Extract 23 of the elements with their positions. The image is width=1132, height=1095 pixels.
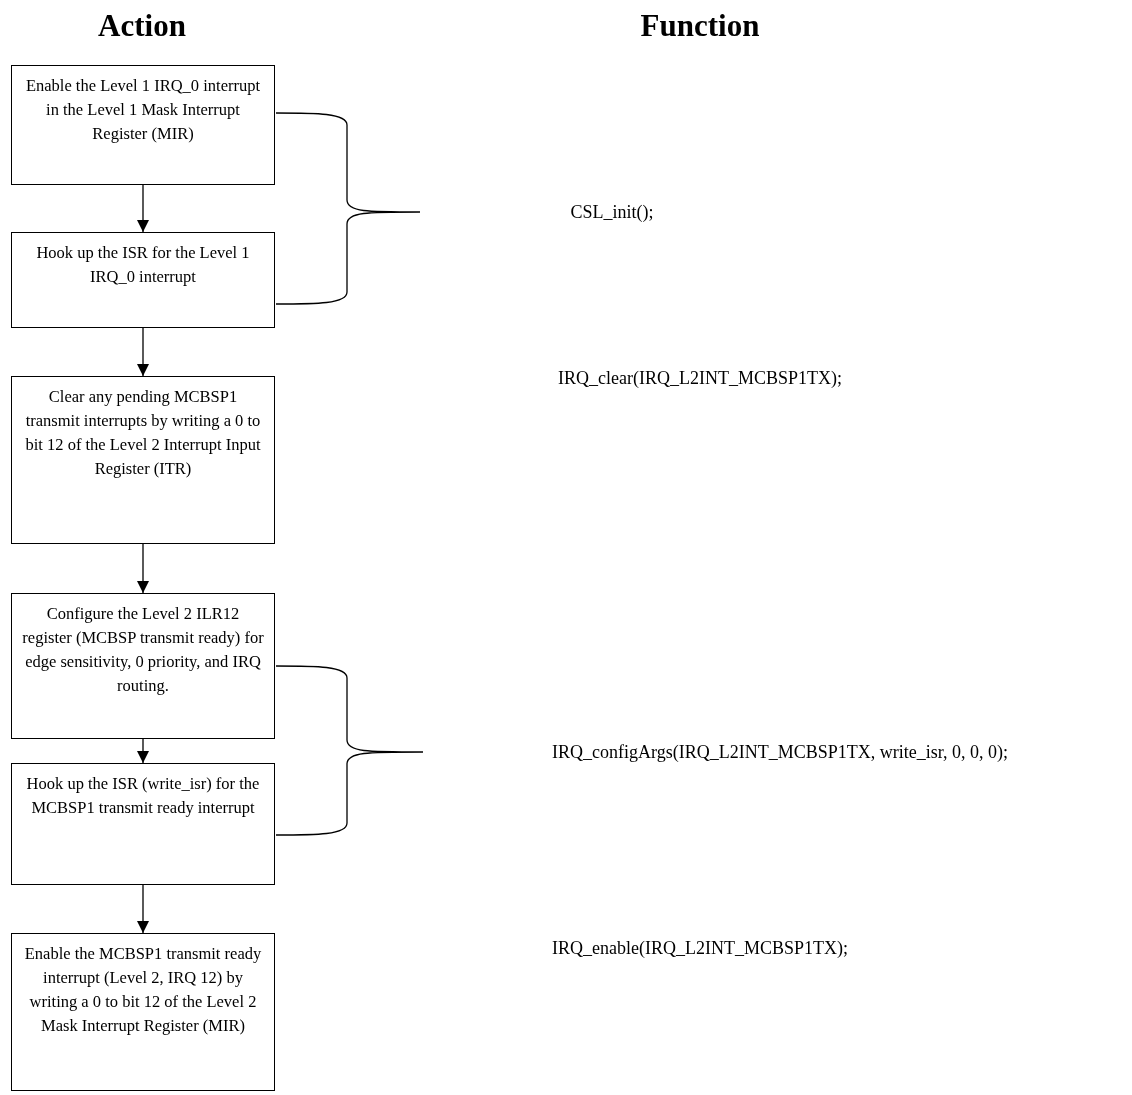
process-box [11,763,275,885]
function-call: IRQ_enable(IRQ_L2INT_MCBSP1TX); [552,936,848,960]
arrow [137,327,149,377]
function-call: CSL_init(); [570,200,654,224]
process-box [11,933,275,1091]
arrow [137,884,149,934]
arrow [137,738,149,764]
arrow [137,184,149,233]
step-text: Enable the MCBSP1 transmit ready interrupt (Level 2, IRQ 12) by writing a 0 to bit 12 of the Level 2 Mask Interrupt Register (MIR) [23,943,263,1037]
function-call: IRQ_configArgs(IRQ_L2INT_MCBSP1TX, write_isr, 0, 0, 0); [552,740,1008,764]
arrow [137,543,149,594]
process-box [11,593,275,739]
step-text: Enable the Level 1 IRQ_0 interrupt in the Level 1 Mask Interrupt Register (MIR) [24,75,262,145]
process-box [11,65,275,185]
step-text: Hook up the ISR for the Level 1 IRQ_0 interrupt [35,242,251,288]
process-box [11,232,275,328]
column-heading: Action [98,6,186,45]
function-call: IRQ_clear(IRQ_L2INT_MCBSP1TX); [558,366,842,390]
step-text: Hook up the ISR (write_isr) for the MCBSP1 transmit ready interrupt [25,773,261,819]
step-text: Clear any pending MCBSP1 transmit interrupts by writing a 0 to bit 12 of the Level 2 Interrupt Input Register (ITR) [24,386,262,480]
step-text: Configure the Level 2 ILR12 register (MCBSP transmit ready) for edge sensitivity, 0 priority, and IRQ routing. [21,603,265,697]
process-box [11,376,275,544]
column-heading: Function [640,6,760,45]
